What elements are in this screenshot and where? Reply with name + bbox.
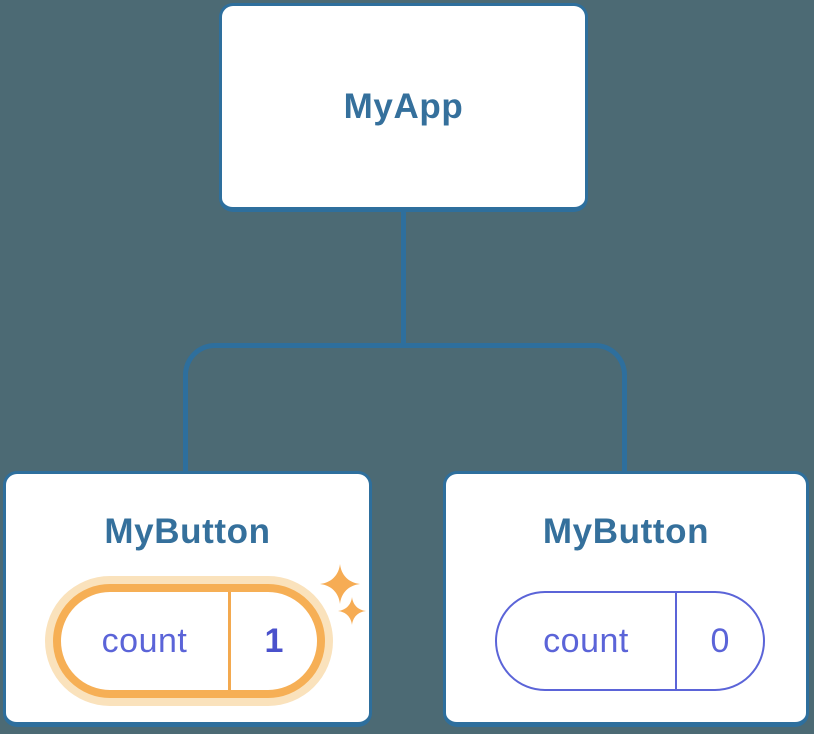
state-value: 0 [675, 593, 763, 689]
component-card-mybutton-normal: MyButton count 0 [443, 471, 809, 727]
connector-stem [401, 210, 406, 346]
state-value: 1 [228, 592, 317, 690]
state-key-label: count [101, 621, 188, 660]
state-key-label: count [543, 621, 629, 660]
sparkle-icon [320, 564, 360, 604]
state-badge-highlighted: count 1 [53, 584, 325, 698]
component-label-mybutton-2: MyButton [542, 512, 710, 551]
component-card-myapp: MyApp [219, 3, 588, 212]
sparkle-icon [338, 597, 366, 625]
component-label-myapp: MyApp [343, 86, 464, 126]
state-badge-normal: count 0 [495, 591, 765, 691]
connector-bracket [183, 343, 627, 471]
component-card-mybutton-highlighted: MyButton count 1 [3, 471, 372, 727]
component-label-mybutton-1: MyButton [104, 512, 271, 551]
